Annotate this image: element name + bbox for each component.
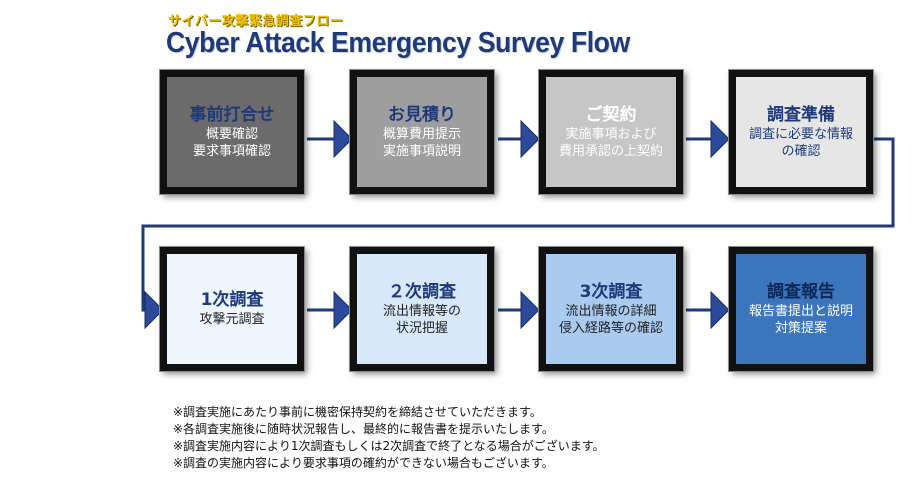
step-title: ご契約: [585, 104, 637, 125]
step-line: 侵入経路等の確認: [558, 320, 663, 336]
connector-6-7: [498, 290, 540, 330]
step-estimate: お見積り 概算費用提示 実施事項説明: [350, 70, 494, 194]
subtitle: サイバー攻撃緊急調査フロー: [168, 14, 344, 29]
step-line: 概要確認: [205, 126, 258, 142]
note-item: ※調査の実施内容により要求事項の確約ができない場合もございます。: [173, 456, 554, 470]
step-title: 3次調査: [579, 281, 643, 302]
step-preparation: 調査準備 調査に必要な情報 の確認: [729, 70, 873, 194]
step-first-survey: 1次調査 攻撃元調査: [160, 247, 304, 371]
step-second-survey: ２次調査 流出情報等の 状況把握: [350, 247, 494, 371]
connector-7-8: [686, 290, 730, 330]
connector-1-2: [307, 119, 353, 159]
step-title: お見積り: [388, 104, 456, 125]
step-title: 事前打合せ: [189, 104, 275, 125]
note-item: ※各調査実施後に随時状況報告し、最終的に報告書を提示いたします。: [173, 422, 554, 436]
step-line: 対策提案: [774, 320, 827, 336]
step-line: 状況把握: [395, 320, 448, 336]
step-line: 攻撃元調査: [199, 312, 265, 327]
step-title: 調査準備: [767, 104, 835, 125]
step-line: 要求事項確認: [192, 143, 271, 159]
step-line: 流出情報等の: [382, 303, 461, 319]
page-title: Cyber Attack Emergency Survey Flow: [166, 27, 630, 59]
step-third-survey: 3次調査 流出情報の詳細 侵入経路等の確認: [539, 247, 683, 371]
step-title: 1次調査: [200, 290, 264, 310]
notes: ※調査実施にあたり事前に機密保持契約を締結させていただきます。 ※各調査実施後に…: [173, 404, 605, 472]
step-title: 調査報告: [767, 281, 835, 302]
step-report: 調査報告 報告書提出と説明 対策提案: [729, 247, 873, 371]
step-line: 調査に必要な情報: [748, 126, 853, 142]
connector-5-6: [307, 290, 353, 330]
step-line: 報告書提出と説明: [748, 303, 853, 319]
note-item: ※調査実施にあたり事前に機密保持契約を締結させていただきます。: [173, 405, 542, 419]
note-item: ※調査実施内容により1次調査もしくは2次調査で終了となる場合がございます。: [173, 439, 605, 453]
step-line: 費用承認の上契約: [558, 143, 663, 159]
connector-2-3: [498, 119, 540, 159]
step-line: の確認: [781, 143, 821, 159]
connector-3-4: [686, 119, 730, 159]
step-line: 概算費用提示: [382, 126, 461, 142]
step-line: 流出情報の詳細: [565, 303, 657, 319]
step-line: 実施事項および: [565, 126, 657, 142]
step-pre-meeting: 事前打合せ 概要確認 要求事項確認: [160, 70, 304, 194]
step-contract: ご契約 実施事項および 費用承認の上契約: [539, 70, 683, 194]
step-title: ２次調査: [388, 281, 456, 302]
step-line: 実施事項説明: [382, 143, 461, 159]
connector-wrap-arrowhead: [144, 290, 164, 330]
